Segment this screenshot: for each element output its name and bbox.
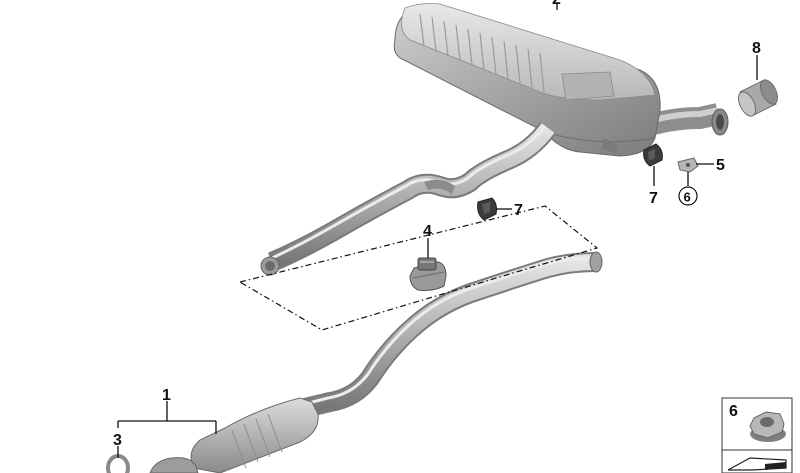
hanger-bracket	[677, 157, 699, 173]
callout-8: 8	[752, 40, 761, 80]
callout-4: 4	[423, 223, 432, 258]
svg-text:2: 2	[552, 0, 561, 8]
svg-text:8: 8	[752, 40, 761, 57]
callout-5: 5	[696, 157, 725, 174]
callout-1: 1	[117, 387, 217, 434]
svg-text:6: 6	[729, 403, 738, 420]
svg-text:1: 1	[162, 387, 171, 404]
callout-6: 6	[678, 172, 698, 206]
front-pipe-rear-end	[589, 251, 603, 273]
gasket-ring	[106, 454, 130, 473]
rubber-mount-rear	[643, 143, 663, 167]
front-pipe-with-catalytic-converter	[149, 251, 603, 473]
page-reference-arrow-icon	[727, 457, 787, 471]
rear-muffler	[393, 3, 729, 157]
pipe-clamp	[409, 257, 447, 291]
svg-text:6: 6	[684, 190, 691, 205]
rubber-mount-front	[477, 197, 497, 221]
callout-2: 2	[552, 0, 561, 10]
hex-nut-icon	[749, 411, 786, 442]
svg-text:3: 3	[113, 432, 122, 449]
svg-text:7: 7	[649, 190, 658, 207]
svg-text:7: 7	[514, 202, 523, 219]
catalytic-converter	[190, 397, 319, 473]
legend-panel: 6	[721, 397, 793, 473]
svg-text:5: 5	[716, 157, 725, 174]
clamp-assembly-dashed-outline	[238, 205, 599, 331]
svg-text:4: 4	[423, 223, 432, 240]
muffler-ribs	[419, 13, 545, 93]
callout-3: 3	[113, 432, 122, 458]
callout-7-rear: 7	[649, 166, 658, 207]
callout-7-front: 7	[496, 202, 523, 219]
tailpipe-trim	[738, 79, 778, 117]
intermediate-pipe-upper	[260, 121, 557, 276]
